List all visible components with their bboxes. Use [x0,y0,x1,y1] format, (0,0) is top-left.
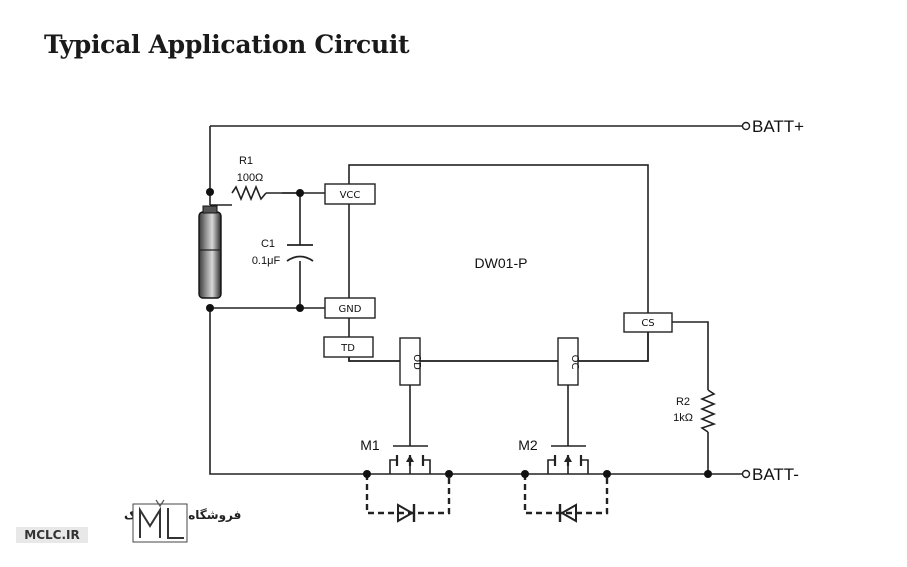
mosfet-m2 [530,445,610,475]
page-title: Typical Application Circuit [44,30,410,59]
pin-vcc: VCC [324,183,376,205]
pin-td: TD [323,336,374,358]
resistor-r1 [231,184,267,202]
m2-label: M2 [518,437,538,453]
c1-name: C1 [261,238,275,250]
watermark-url-bg [16,527,88,543]
m1-label: M1 [360,437,380,453]
pin-vcc-label: VCC [340,190,361,201]
terminal-batt-plus [741,121,751,131]
junction-dots [206,188,712,478]
batt-plus-label: BATT+ [752,117,804,136]
watermark-logo-icon [132,499,188,543]
capacitor-c1 [286,244,314,262]
resistor-r2 [699,389,717,433]
pin-gnd-label: GND [339,304,362,315]
r1-name: R1 [239,155,253,167]
body-diode-m2 [523,474,609,523]
battery-cell [198,205,222,299]
chip-body [348,164,649,362]
pin-od-label: OD [411,354,422,370]
wires [209,125,742,475]
c1-value: 0.1μF [252,255,281,267]
mosfet-m1 [360,445,449,475]
r2-value: 1kΩ [673,412,693,424]
pin-gnd: GND [324,297,376,319]
pin-oc-label: OC [569,355,580,370]
pin-cs-label: CS [641,318,654,329]
pin-cs: CS [623,312,673,333]
r2-name: R2 [676,396,690,408]
r1-value: 100Ω [237,172,264,184]
terminal-batt-minus [741,469,751,479]
body-diode-m1 [365,474,451,523]
pin-oc: OC [557,337,580,386]
pin-od: OD [399,337,422,386]
watermark-url: MCLC.IR [24,528,79,542]
batt-minus-label: BATT- [752,465,799,484]
chip-name: DW01-P [475,255,528,271]
pin-td-label: TD [340,343,355,354]
watermark: فروشگاه مکاترونیک MCLC.IR [16,499,241,543]
